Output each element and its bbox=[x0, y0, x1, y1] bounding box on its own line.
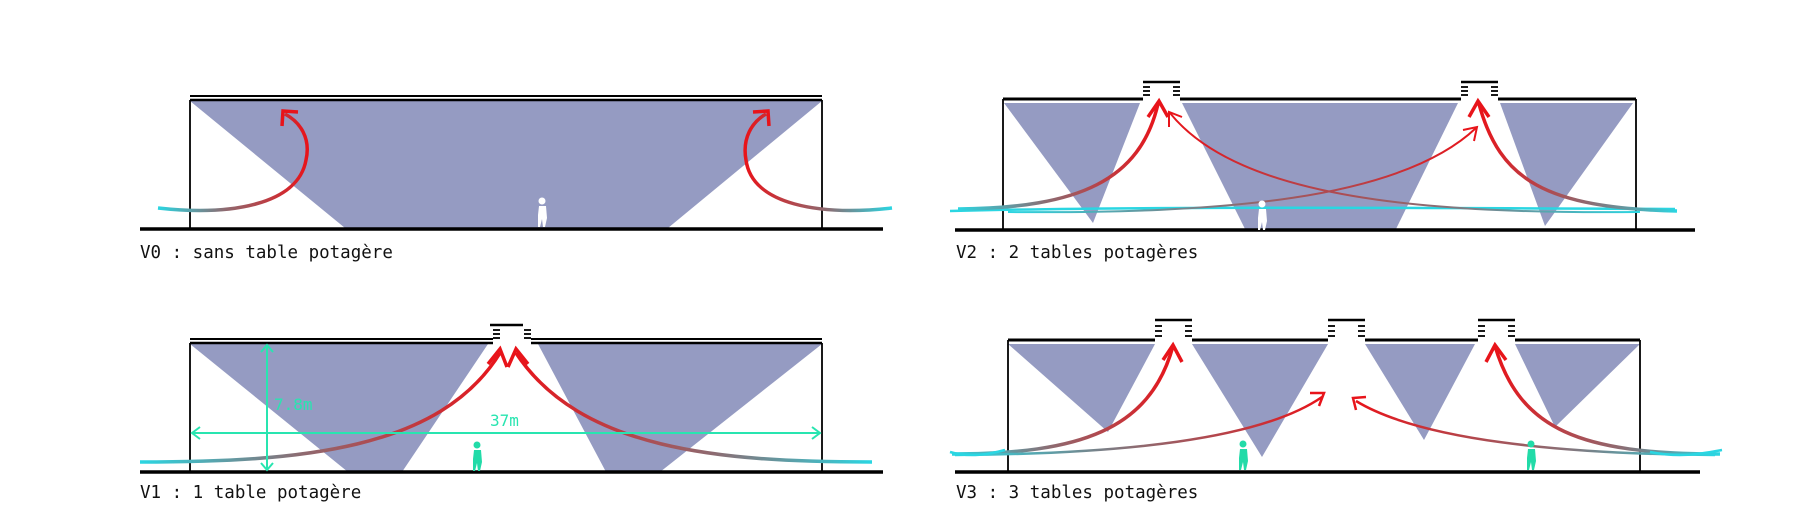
panel-v0: V0 : sans table potagère bbox=[140, 95, 893, 263]
panel-v2: V2 : 2 tables potagères bbox=[949, 80, 1695, 263]
arrowhead bbox=[1146, 97, 1170, 118]
shade-zone bbox=[1500, 103, 1633, 226]
person-figure bbox=[538, 197, 547, 227]
airflow-cool-line bbox=[949, 448, 1006, 457]
arrowhead bbox=[1484, 341, 1508, 363]
airflow-arrow bbox=[157, 112, 309, 213]
airflow-arrow bbox=[957, 103, 1160, 211]
arrowhead bbox=[1467, 97, 1491, 118]
shade-zone bbox=[1008, 344, 1155, 432]
shade-zone bbox=[190, 101, 822, 228]
airflow-cross-arrow bbox=[1007, 127, 1477, 214]
person-figure bbox=[1239, 440, 1248, 470]
chimney-vent bbox=[1155, 318, 1192, 337]
dimension-height bbox=[260, 343, 274, 472]
chimney-vent bbox=[490, 323, 531, 339]
arrowhead bbox=[1168, 110, 1183, 127]
airflow-arrow bbox=[743, 112, 893, 213]
arrowhead bbox=[1462, 125, 1479, 142]
shade-zone bbox=[1192, 344, 1328, 457]
arrowhead bbox=[752, 109, 771, 127]
airflow-cross-arrow bbox=[954, 395, 1323, 457]
panel-caption: V0 : sans table potagère bbox=[140, 243, 393, 263]
shade-zone bbox=[1365, 344, 1475, 440]
chimney-vent bbox=[1478, 318, 1515, 337]
panel-caption: V3 : 3 tables potagères bbox=[956, 483, 1198, 503]
chimney-vent bbox=[1328, 318, 1365, 337]
dimension-width bbox=[190, 426, 822, 440]
shade-zone bbox=[538, 344, 822, 472]
airflow-arrow bbox=[1477, 103, 1678, 213]
panel-v1: 7.8m 37m V1 : 1 table potagère bbox=[139, 323, 883, 503]
person-figure bbox=[473, 441, 482, 471]
arrowhead bbox=[486, 345, 509, 368]
shade-zone bbox=[1182, 103, 1458, 229]
height-label: 7.8m bbox=[274, 395, 313, 414]
shade-zone bbox=[1515, 344, 1640, 427]
arrowhead bbox=[1161, 341, 1184, 363]
panel-caption: V2 : 2 tables potagères bbox=[956, 243, 1198, 263]
chimney-vent bbox=[1461, 80, 1498, 96]
width-label: 37m bbox=[490, 411, 519, 430]
person-figure bbox=[1258, 200, 1267, 230]
airflow-cool-line bbox=[1649, 448, 1723, 457]
arrowhead bbox=[1351, 395, 1367, 411]
arrowhead bbox=[1310, 391, 1326, 407]
shade-zone bbox=[190, 344, 488, 472]
airflow-arrow bbox=[139, 352, 502, 464]
airflow-cool-line bbox=[949, 206, 1676, 213]
arrowhead bbox=[506, 345, 530, 368]
panel-caption: V1 : 1 table potagère bbox=[140, 483, 361, 503]
airflow-arrow bbox=[514, 352, 873, 464]
airflow-arrow bbox=[1493, 345, 1721, 456]
chimney-vent bbox=[1143, 80, 1180, 96]
person-figure bbox=[1527, 440, 1536, 470]
panel-v3: V3 : 3 tables potagères bbox=[949, 318, 1723, 503]
airflow-cross-arrow bbox=[1169, 112, 1641, 214]
shade-zone bbox=[1004, 103, 1140, 223]
arrowhead bbox=[280, 109, 299, 127]
